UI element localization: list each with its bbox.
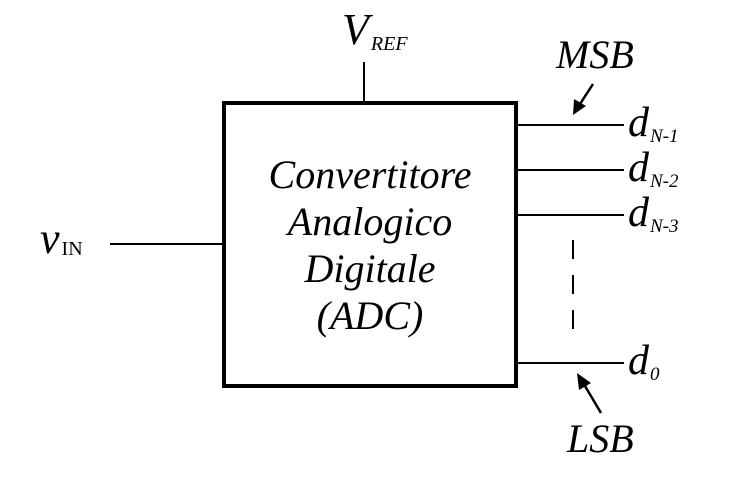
vref-subscript: REF bbox=[370, 33, 408, 55]
lsb-arrow-head bbox=[577, 373, 591, 390]
output-label-dn-3: dN-3 bbox=[628, 190, 679, 237]
output-dn-3-subscript: N-3 bbox=[649, 216, 679, 237]
output-dn-1-main: d bbox=[628, 100, 650, 146]
msb-arrow-shaft bbox=[578, 83, 595, 105]
output-label-dn-2: dN-2 bbox=[628, 145, 679, 192]
vin-main: v bbox=[40, 214, 60, 263]
vin-subscript: IN bbox=[62, 238, 83, 260]
msb-arrow-head bbox=[573, 99, 586, 115]
adc-block bbox=[222, 101, 518, 388]
msb-label: MSB bbox=[555, 32, 634, 77]
block-label-line-3: Digitale bbox=[303, 246, 435, 291]
output-label-dn-1: dN-1 bbox=[628, 100, 679, 147]
output-dn-2-subscript: N-2 bbox=[649, 171, 679, 192]
output-dn-1-subscript: N-1 bbox=[649, 126, 679, 147]
output-dn-3-main: d bbox=[628, 190, 650, 236]
lsb-label: LSB bbox=[566, 416, 634, 461]
lsb-arrow-shaft bbox=[583, 385, 603, 414]
output-d0-main: d bbox=[628, 338, 650, 384]
output-label-d0: d0 bbox=[628, 338, 660, 385]
output-d0-subscript: 0 bbox=[650, 364, 660, 385]
block-label-line-1: Convertitore bbox=[269, 152, 472, 197]
output-dn-2-main: d bbox=[628, 145, 650, 191]
vref-main: V bbox=[342, 5, 374, 54]
block-label-line-4: (ADC) bbox=[317, 293, 424, 338]
block-label-line-2: Analogico bbox=[285, 199, 452, 244]
